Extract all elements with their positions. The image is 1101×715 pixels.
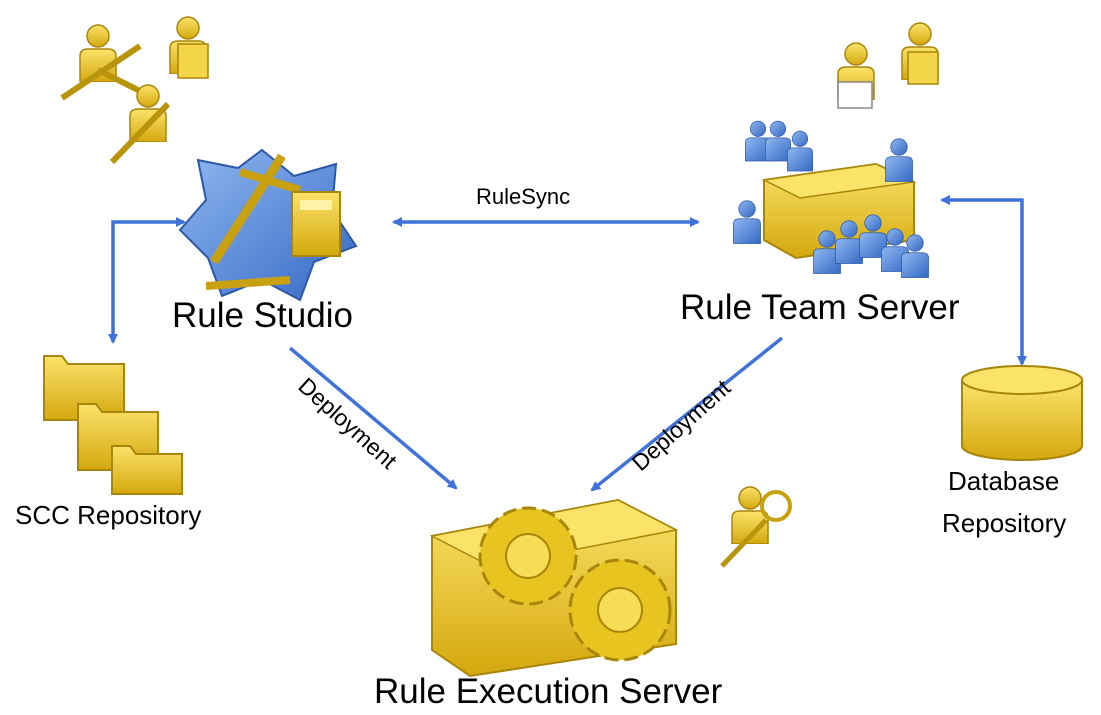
- arrows: [108, 195, 1027, 492]
- architect-user-icon: [60, 24, 152, 101]
- developer-user-icon: [109, 84, 171, 165]
- team-users-icon: [733, 120, 929, 278]
- database-repository-label-line2: Repository: [942, 508, 1067, 538]
- database-repository-label-line1: Database: [948, 466, 1060, 496]
- rule-studio-icon: [178, 148, 358, 302]
- deployment-right-arrow: [590, 336, 784, 492]
- database-cylinder-icon: [961, 365, 1083, 461]
- admin-user-icon: [720, 486, 792, 568]
- scc-arrow: [108, 217, 186, 344]
- reviewer-user-icon: [837, 22, 939, 109]
- rule-studio-label: Rule Studio: [172, 296, 353, 335]
- deployment-left-arrow: [288, 346, 458, 490]
- business-analyst-user-icon: [169, 16, 209, 79]
- rule-team-server-label: Rule Team Server: [680, 288, 960, 327]
- database-arrow: [940, 195, 1027, 366]
- folder-stack-icon: [43, 355, 183, 495]
- scc-repository-label: SCC Repository: [15, 500, 202, 530]
- rulesync-label: RuleSync: [476, 184, 571, 209]
- gears-box-icon: [429, 498, 679, 678]
- rule-execution-server-label: Rule Execution Server: [374, 672, 723, 711]
